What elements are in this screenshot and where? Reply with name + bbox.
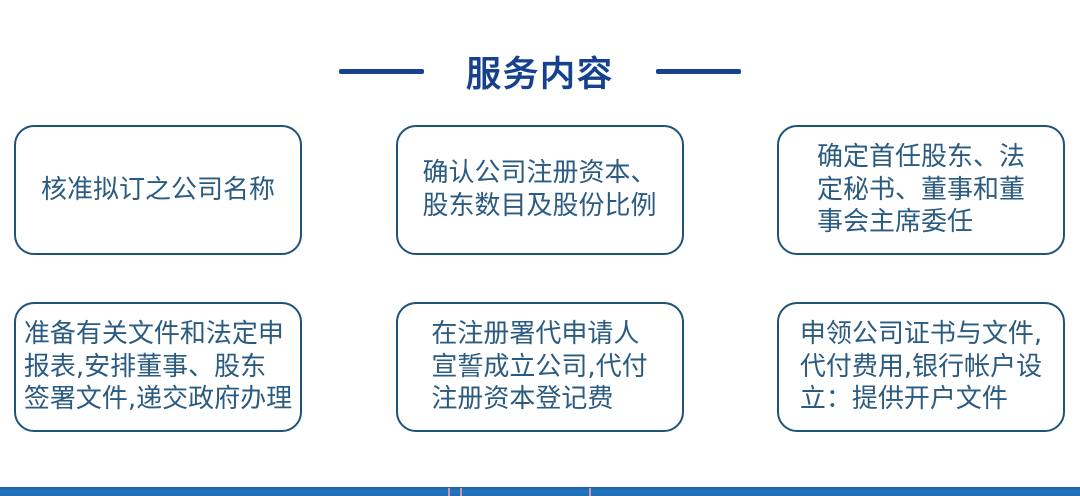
- bar-divider: [589, 488, 591, 496]
- service-card-4-text: 准备有关文件和法定申 报表,安排董事、股东 签署文件,递交政府办理: [23, 318, 293, 415]
- service-card-6: 申领公司证书与文件, 代付费用,银行帐户设 立：提供开户文件: [777, 302, 1065, 432]
- bottom-bar: [0, 487, 1080, 496]
- bar-divider: [460, 488, 462, 496]
- service-card-3: 确定首任股东、法 定秘书、董事和董 事会主席委任: [777, 125, 1065, 255]
- service-card-5: 在注册署代申请人 宣誓成立公司,代付 注册资本登记费: [395, 302, 684, 432]
- title-right-dash: [656, 68, 741, 74]
- service-card-5-text: 在注册署代申请人 宣誓成立公司,代付 注册资本登记费: [431, 318, 648, 415]
- page-title: 服务内容: [465, 54, 614, 95]
- service-card-4: 准备有关文件和法定申 报表,安排董事、股东 签署文件,递交政府办理: [14, 302, 302, 432]
- title-left-dash: [338, 68, 424, 74]
- service-card-3-text: 确定首任股东、法 定秘书、董事和董 事会主席委任: [816, 141, 1025, 238]
- service-card-2-text: 确认公司注册资本、 股东数目及股份比例: [422, 158, 657, 221]
- section-header: 服务内容: [0, 49, 1080, 95]
- bar-divider: [448, 488, 450, 496]
- service-card-2: 确认公司注册资本、 股东数目及股份比例: [395, 125, 684, 255]
- service-card-1: 核准拟订之公司名称: [14, 125, 302, 255]
- service-cards-grid: 核准拟订之公司名称 确认公司注册资本、 股东数目及股份比例 确定首任股东、法 定…: [14, 125, 1065, 432]
- service-card-1-text: 核准拟订之公司名称: [40, 174, 275, 205]
- service-card-6-text: 申领公司证书与文件, 代付费用,银行帐户设 立：提供开户文件: [799, 318, 1043, 415]
